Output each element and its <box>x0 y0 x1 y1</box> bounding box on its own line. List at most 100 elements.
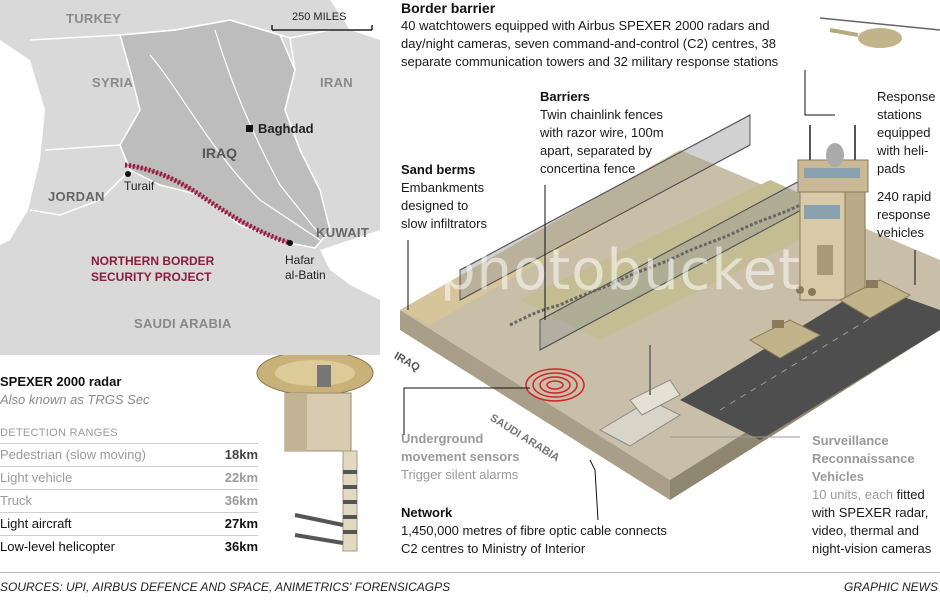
network-line: C2 centres to Ministry of Interior <box>401 541 586 556</box>
helicopter-tail <box>829 28 859 37</box>
vehicles-line: 240 rapid <box>877 189 932 204</box>
range-label: Light aircraft <box>0 516 72 531</box>
barriers-line: apart, separated by <box>540 143 653 158</box>
range-value: 18km <box>224 447 258 462</box>
surveillance-vehicle-cabin <box>629 379 681 416</box>
baghdad-marker <box>246 125 253 132</box>
border-barrier-line: separate communication towers and 32 mil… <box>401 54 779 69</box>
watchtower-radome <box>826 143 844 167</box>
country-iraq: IRAQ <box>202 145 237 161</box>
city-baghdad: Baghdad <box>258 121 314 136</box>
country-turkey: TURKEY <box>66 11 122 26</box>
watchtower-window-lower <box>804 205 840 219</box>
response-line: with heli- <box>877 143 929 158</box>
leader-border-barrier <box>804 70 835 116</box>
soldier <box>796 286 804 294</box>
callout-barriers: Barriers Twin chainlink fences with razo… <box>540 89 710 177</box>
response-vehicle <box>748 319 822 359</box>
patrol-road <box>680 285 940 440</box>
watermark: photobucket <box>440 238 802 303</box>
barriers-line: concertina fence <box>540 161 636 176</box>
callout-network: Network 1,450,000 metres of fibre optic … <box>401 505 721 557</box>
hafar-marker <box>287 240 293 246</box>
fence-rear <box>539 169 821 351</box>
radar-pole-band <box>343 485 357 489</box>
helicopter-rotor <box>819 17 940 31</box>
range-row: Low-level helicopter 36km <box>0 536 258 559</box>
sensor-rings <box>525 368 585 402</box>
range-row: Light vehicle 22km <box>0 467 258 490</box>
radar-subtitle: Also known as TRGS Sec <box>0 392 150 407</box>
network-line: 1,450,000 metres of fibre optic cable co… <box>401 523 667 538</box>
barriers-title: Barriers <box>540 89 590 104</box>
border-project-line <box>124 162 291 246</box>
country-jordan: JORDAN <box>48 189 105 204</box>
surveillance-vehicle-body <box>598 399 682 447</box>
scale-label: 250 MILES <box>292 11 347 23</box>
jordan-border <box>29 144 131 216</box>
vehicles-line: vehicles <box>877 225 924 240</box>
country-syria: SYRIA <box>92 75 134 90</box>
radar-pole-band <box>343 530 357 534</box>
ranges-heading: DETECTION RANGES <box>0 427 118 439</box>
city-turaif: Turaif <box>124 179 155 193</box>
range-row: Pedestrian (slow moving) 18km <box>0 444 258 467</box>
radar-head <box>317 365 331 387</box>
fence-front-bottom <box>459 144 751 301</box>
project-label-1: NORTHERN BORDER <box>91 254 215 268</box>
watchtower-window <box>804 168 860 178</box>
country-iran: IRAN <box>320 75 353 90</box>
range-value: 22km <box>224 470 258 485</box>
country-kuwait: KUWAIT <box>316 225 370 240</box>
range-row: Light aircraft 27km <box>0 513 258 536</box>
fence-rear-bottom <box>539 199 821 351</box>
range-value: 36km <box>224 493 258 508</box>
footer-credit: GRAPHIC NEWS <box>843 580 938 594</box>
underground-title-1: Underground <box>401 431 484 446</box>
watchtower-side <box>844 189 866 301</box>
range-label: Pedestrian (slow moving) <box>0 447 146 462</box>
river-euphrates <box>149 54 321 241</box>
map-graphic <box>0 0 380 355</box>
ranges-divider <box>0 443 258 444</box>
border-barrier-title: Border barrier <box>401 0 496 16</box>
surveillance-desc-grey: 10 units, each <box>812 487 893 502</box>
vehicle-turret <box>866 280 878 288</box>
sand-berms-line: slow infiltrators <box>401 216 487 231</box>
fence-front-top <box>459 114 751 271</box>
region-map: 250 MILES TURKEY SYRIA IRAN IRAQ JORDAN … <box>0 0 380 355</box>
sensor-ring <box>525 368 585 402</box>
border-barrier-illustration <box>400 17 940 521</box>
sensor-ring <box>532 372 578 398</box>
response-line: Response <box>877 89 936 104</box>
ground-side-left <box>400 310 670 500</box>
response-line: equipped <box>877 125 931 140</box>
callout-sand-berms: Sand berms Embankments designed to slow … <box>401 162 531 232</box>
callout-underground-sensors: Underground movement sensors Trigger sil… <box>401 431 591 483</box>
helicopter-body <box>858 28 902 48</box>
grass-strip <box>520 180 850 340</box>
surveillance-desc-line: video, thermal and <box>812 523 919 538</box>
border-barrier-line: day/night cameras, seven command-and-con… <box>401 36 777 51</box>
network-title: Network <box>401 505 453 520</box>
radar-bracket <box>294 533 344 545</box>
underground-title-2: movement sensors <box>401 449 520 464</box>
range-value: 27km <box>224 516 258 531</box>
surveillance-desc-line: night-vision cameras <box>812 541 932 556</box>
surveillance-desc-line: with SPEXER radar, <box>812 505 929 520</box>
sensor-ring <box>546 380 564 390</box>
response-line: stations <box>877 107 922 122</box>
callout-surveillance-vehicles: Surveillance Reconnaissance Vehicles 10 … <box>812 433 940 557</box>
city-hafar: Hafar <box>285 253 315 267</box>
surveillance-title-1: Surveillance <box>812 433 889 448</box>
watchtower <box>797 125 869 301</box>
surveillance-title-3: Vehicles <box>812 469 865 484</box>
concertina-fence <box>509 203 801 327</box>
sea-left <box>0 40 45 245</box>
underground-desc: Trigger silent alarms <box>401 467 519 482</box>
callout-response-stations: Response stations equipped with heli- pa… <box>877 89 940 241</box>
surveillance-desc-dark: fitted <box>896 487 925 502</box>
barriers-line: Twin chainlink fences <box>540 107 663 122</box>
vehicle-turret <box>772 320 784 328</box>
surveillance-desc-first: 10 units, each fitted <box>812 487 940 503</box>
